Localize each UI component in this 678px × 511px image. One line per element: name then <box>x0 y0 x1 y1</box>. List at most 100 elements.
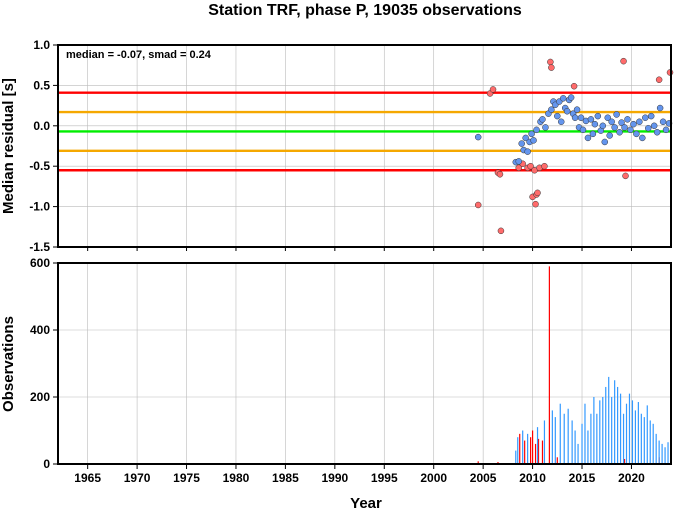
x-axis-label: Year <box>350 495 382 511</box>
residual-point <box>630 120 637 128</box>
residual-point <box>642 114 649 121</box>
residual-point <box>653 129 661 136</box>
residual-y-tick-label: -1.0 <box>29 200 50 214</box>
residual-y-axis-label: Median residual [s] <box>0 78 17 214</box>
residual-point <box>559 95 567 102</box>
residual-point <box>656 104 664 112</box>
residual-y-tick-label: -0.5 <box>29 159 50 173</box>
residual-point <box>518 140 525 147</box>
year-x-tick-label: 2005 <box>470 471 497 485</box>
residual-point <box>624 116 631 123</box>
residual-point <box>542 124 549 131</box>
residual-plot-area <box>58 45 671 247</box>
residual-point <box>584 134 592 142</box>
year-x-tick-label: 2000 <box>420 471 447 485</box>
residual-point <box>515 164 522 172</box>
residual-point <box>570 82 578 90</box>
residual-point <box>587 116 595 123</box>
residual-point <box>547 58 554 66</box>
year-x-tick-label: 2020 <box>618 471 645 485</box>
residual-point <box>599 122 607 130</box>
year-x-tick-label: 1980 <box>223 471 250 485</box>
residual-point <box>645 124 652 132</box>
residual-point <box>489 86 497 93</box>
residual-point <box>563 108 571 115</box>
residual-point <box>515 158 522 165</box>
residual-point <box>650 122 658 130</box>
residual-point <box>591 120 599 128</box>
residual-y-tick-label: 0.5 <box>33 78 50 92</box>
residual-point <box>530 137 537 144</box>
residual-points <box>474 57 674 235</box>
residual-reference-lines <box>58 91 671 172</box>
residual-point <box>496 171 504 178</box>
residual-point <box>608 118 615 126</box>
observations-y-tick-label: 600 <box>30 256 50 270</box>
residual-point <box>601 138 609 146</box>
residual-point <box>474 201 482 209</box>
residual-point <box>579 126 587 134</box>
observations-y-axis-label: Observations <box>0 316 17 412</box>
residual-point <box>534 189 541 197</box>
residual-point <box>618 119 625 126</box>
residual-point <box>533 126 540 134</box>
observations-y-tick-label: 200 <box>30 390 50 404</box>
residual-point <box>594 112 602 120</box>
residual-point <box>541 162 548 170</box>
residual-y-tick-label: 0.0 <box>33 119 50 133</box>
residual-point <box>554 112 561 120</box>
residual-point <box>613 111 620 118</box>
residual-plot-frame <box>57 44 672 248</box>
observations-y-tick-label: 400 <box>30 323 50 337</box>
residual-y-tick-label: -1.5 <box>29 240 50 254</box>
residual-point <box>528 130 535 138</box>
residual-point <box>659 118 667 126</box>
residual-point <box>573 106 581 113</box>
residual-point <box>548 106 555 113</box>
residual-point <box>627 126 634 134</box>
residual-point <box>639 134 646 142</box>
year-x-tick-label: 1985 <box>272 471 299 485</box>
residual-point <box>567 94 575 101</box>
observations-y-tick-label: 0 <box>43 457 50 471</box>
residual-point <box>474 133 482 141</box>
residual-point <box>604 114 611 121</box>
observation-bars <box>477 266 669 464</box>
year-x-tick-label: 1965 <box>74 471 101 485</box>
residual-point <box>655 76 663 83</box>
residual-point <box>647 112 655 120</box>
residual-point <box>616 129 623 136</box>
year-x-tick-label: 1975 <box>173 471 200 485</box>
residual-panel: 1.0 0.5 0.0 -0.5 -1.0 -1.5 median = -0.07, sm… <box>0 38 674 254</box>
residual-point <box>621 124 628 131</box>
residual-point <box>606 132 613 139</box>
observations-panel: 0 200 400 600 1965 1970 1975 1980 1985 1990 1995 2… <box>0 247 672 511</box>
residual-point <box>539 116 546 123</box>
residual-y-tick-label: 1.0 <box>33 38 50 52</box>
residual-point <box>662 126 670 134</box>
year-x-ticks: 1965 1970 1975 1980 1985 1990 1995 2000 2005 2010… <box>74 247 645 485</box>
year-x-tick-label: 1990 <box>321 471 348 485</box>
observations-y-ticks: 0 200 400 600 <box>30 256 58 471</box>
observations-plot-area <box>58 263 671 464</box>
residual-point <box>633 130 640 138</box>
residual-point <box>571 114 579 121</box>
residual-point <box>532 200 539 208</box>
residual-point <box>577 114 585 121</box>
chart-title: Station TRF, phase P, 19035 observations <box>208 2 522 19</box>
residual-point <box>589 130 597 138</box>
year-x-tick-label: 1970 <box>124 471 151 485</box>
residual-point <box>497 227 505 235</box>
year-x-tick-label: 2010 <box>519 471 546 485</box>
residual-point <box>527 162 534 170</box>
residual-point <box>524 148 531 155</box>
residual-point <box>636 118 643 126</box>
residual-point <box>611 124 618 131</box>
residual-point <box>522 134 529 142</box>
year-x-tick-label: 1995 <box>371 471 398 485</box>
stats-annotation: median = -0.07, smad = 0.24 <box>66 49 212 61</box>
residual-y-ticks: 1.0 0.5 0.0 -0.5 -1.0 -1.5 <box>29 38 58 254</box>
residual-point <box>548 64 555 71</box>
residual-point <box>620 57 627 65</box>
